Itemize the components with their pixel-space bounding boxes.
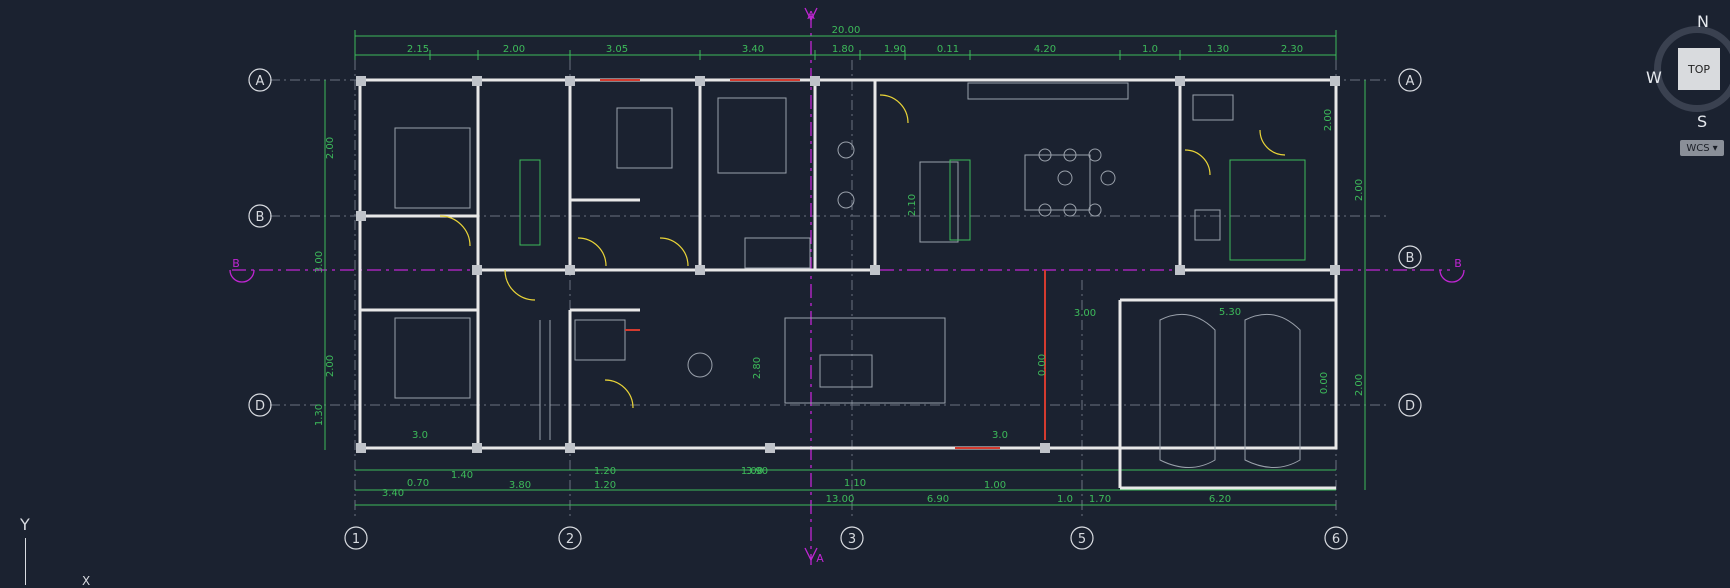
dim-top-4: 1.80 <box>832 44 854 55</box>
viewcube[interactable]: N W S TOP <box>1642 8 1730 138</box>
section-marker-b-left: B <box>232 257 240 270</box>
grid-row-d-left: D <box>255 399 265 414</box>
dim-right-1: 2.00 <box>1354 179 1365 201</box>
section-marker-a-top: A <box>807 9 815 22</box>
chevron-down-icon: ▾ <box>1712 142 1718 154</box>
grid-col-3: 3 <box>848 532 856 547</box>
dim-top-9: 1.30 <box>1207 44 1229 55</box>
grid-row-a-left: A <box>256 74 265 89</box>
dim-top-10: 2.30 <box>1281 44 1303 55</box>
compass-west[interactable]: W <box>1646 68 1662 87</box>
dim-left-3: 1.30 <box>314 404 325 426</box>
grid-row-b-right: B <box>1406 251 1415 266</box>
dim-top-7: 4.20 <box>1034 44 1056 55</box>
viewcube-compass-ring[interactable] <box>1654 26 1730 112</box>
dim-left-1: 3.00 <box>314 251 325 273</box>
dim-interior-5: 0.00 <box>1319 372 1330 394</box>
grid-row-a-right: A <box>1406 74 1415 89</box>
dim-bottom2-4: 1.10 <box>844 478 866 489</box>
dim-bottom2-3: 3.90 <box>746 466 768 477</box>
dim-overall: 20.00 <box>832 25 861 36</box>
dim-bottom2-1: 3.80 <box>509 480 531 491</box>
section-marker-a-bottom: A <box>816 552 824 565</box>
grid-col-6: 6 <box>1332 532 1340 547</box>
dim-bottom2-5: 1.00 <box>984 480 1006 491</box>
dim-bottom1-4: 3.0 <box>992 430 1008 441</box>
ucs-y-label: Y <box>20 515 30 534</box>
compass-south[interactable]: S <box>1697 112 1708 131</box>
dim-bottom3-5: 6.20 <box>1209 494 1231 505</box>
dim-top-5: 1.90 <box>884 44 906 55</box>
dim-left-2: 2.00 <box>325 355 336 377</box>
dim-top-0: 2.15 <box>407 44 429 55</box>
dim-bottom1-2: 1.00 <box>741 466 763 477</box>
dim-bottom3-3: 1.0 <box>1057 494 1073 505</box>
dim-bottom1-0: 1.40 <box>451 470 473 481</box>
dim-top-1: 2.00 <box>503 44 525 55</box>
dim-right-2: 2.00 <box>1354 374 1365 396</box>
dim-bottom1-3: 3.0 <box>412 430 428 441</box>
dim-bottom2-0: 0.70 <box>407 478 429 489</box>
ucs-x-label: X <box>82 574 91 588</box>
dim-bottom2-2: 1.20 <box>594 480 616 491</box>
window-markers-red <box>600 79 1046 449</box>
grid-col-1: 1 <box>352 532 360 547</box>
dim-interior-1: 3.00 <box>1074 308 1096 319</box>
dim-interior-3: 2.80 <box>752 357 763 379</box>
wcs-label: WCS <box>1686 142 1710 154</box>
dim-interior-0: 2.10 <box>907 194 918 216</box>
wcs-menu-button[interactable]: WCS ▾ <box>1680 140 1724 156</box>
walls <box>358 78 1338 490</box>
columns <box>356 76 1340 453</box>
grid-col-2: 2 <box>566 532 574 547</box>
ucs-icon <box>25 538 26 585</box>
grid-lines <box>270 60 1390 520</box>
section-marker-b-right: B <box>1454 257 1462 270</box>
doors <box>439 94 1286 409</box>
dim-top-8: 1.0 <box>1142 44 1158 55</box>
grid-row-d-right: D <box>1405 399 1415 414</box>
fixtures-green <box>519 159 1306 261</box>
section-lines <box>229 7 1465 565</box>
dim-interior-4: 5.30 <box>1219 307 1241 318</box>
grid-bubbles <box>248 68 1422 550</box>
compass-north[interactable]: N <box>1697 12 1709 31</box>
grid-col-5: 5 <box>1078 532 1086 547</box>
dim-bottom3-4: 1.70 <box>1089 494 1111 505</box>
dim-top-2: 3.05 <box>606 44 628 55</box>
dim-top-3: 3.40 <box>742 44 764 55</box>
dim-right-0: 2.00 <box>1323 109 1334 131</box>
furniture <box>394 82 1301 468</box>
dim-bottom3-2: 6.90 <box>927 494 949 505</box>
dim-bottom3-0: 3.40 <box>382 488 404 499</box>
dim-left-0: 2.00 <box>325 137 336 159</box>
dim-bottom3-1: 13.00 <box>826 494 855 505</box>
dim-top-6: 0.11 <box>937 44 959 55</box>
grid-row-b-left: B <box>256 210 265 225</box>
dimension-lines <box>324 30 1366 506</box>
dim-bottom1-1: 1.20 <box>594 466 616 477</box>
viewcube-top-face[interactable]: TOP <box>1678 48 1720 90</box>
dim-interior-2: 0.00 <box>1037 354 1048 376</box>
